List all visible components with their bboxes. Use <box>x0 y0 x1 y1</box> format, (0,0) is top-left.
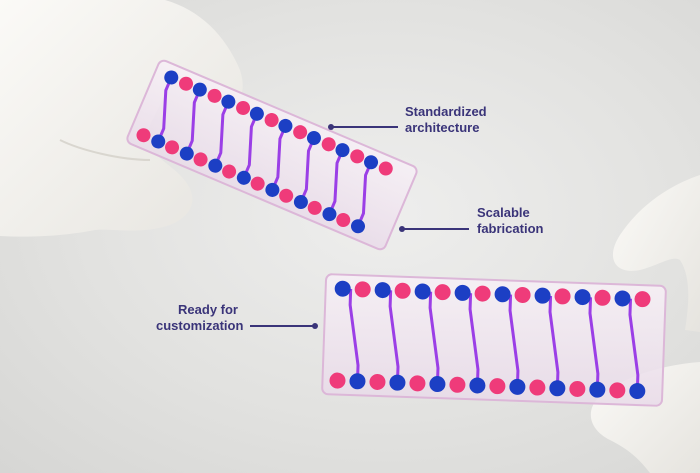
top-chip-ports-bottom-row <box>136 128 365 234</box>
architecture-label-line-1: Standardized <box>405 104 487 119</box>
pointer-dot <box>328 124 334 130</box>
left-glove <box>0 0 243 237</box>
bottom-chip-ports-bottom-row <box>329 372 646 400</box>
fabrication-label-line-2: fabrication <box>477 221 544 236</box>
customization-label: Ready for customization <box>156 302 244 334</box>
customization-pointer <box>250 323 318 329</box>
top-chip <box>126 59 418 251</box>
bottom-chip <box>321 273 667 407</box>
architecture-label-line-2: architecture <box>405 120 480 135</box>
customization-label-line-1: Ready for <box>178 302 238 317</box>
architecture-pointer <box>328 124 398 130</box>
pointer-dot <box>399 226 405 232</box>
fabrication-label-line-1: Scalable <box>477 205 530 220</box>
top-chip-ports-top-row <box>164 70 393 176</box>
bottom-chip-ports-top-row <box>334 280 651 308</box>
top-chip-channels <box>157 78 372 226</box>
fabrication-pointer <box>399 226 469 232</box>
customization-label-line-2: customization <box>156 318 244 333</box>
pointer-dot <box>312 323 318 329</box>
fabrication-label: Scalable fabrication <box>477 205 543 237</box>
architecture-label: Standardized architecture <box>405 104 487 136</box>
